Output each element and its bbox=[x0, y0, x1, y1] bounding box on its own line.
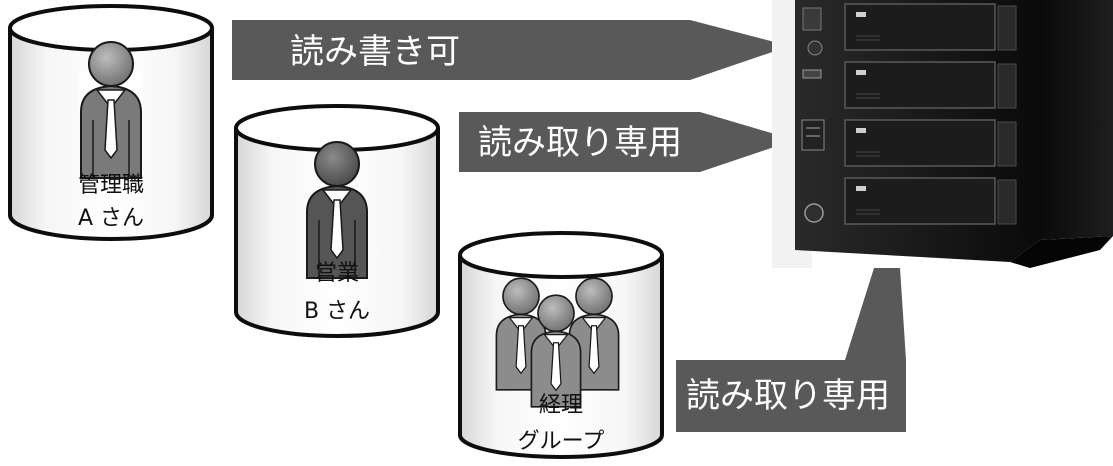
arrow-read-only-1-label: 読み取り専用 bbox=[478, 123, 682, 163]
user-a-name: A さん bbox=[78, 206, 144, 231]
person-icon bbox=[306, 141, 368, 279]
person-icon bbox=[78, 41, 144, 179]
user-a-role: 管理職 bbox=[78, 173, 144, 198]
group-name: グループ bbox=[518, 429, 605, 454]
user-b-role: 営業 bbox=[315, 261, 359, 286]
user-b-name: B さん bbox=[304, 299, 370, 324]
user-cylinder-group: 経理 グループ bbox=[458, 231, 664, 459]
arrow-read-only-2-label: 読み取り専用 bbox=[686, 376, 890, 416]
user-cylinder-a: 管理職 A さん bbox=[8, 4, 214, 241]
group-icon bbox=[495, 277, 620, 408]
nas-device-image bbox=[772, 0, 1113, 268]
group-role: 経理 bbox=[539, 393, 583, 418]
user-cylinder-b: 営業 B さん bbox=[234, 104, 440, 338]
arrow-read-write: 読み書き可 bbox=[232, 20, 790, 80]
arrow-read-write-label: 読み書き可 bbox=[290, 32, 460, 72]
arrow-read-only-1: 読み取り専用 bbox=[459, 112, 795, 172]
arrow-read-only-2: 読み取り専用 bbox=[676, 268, 906, 432]
